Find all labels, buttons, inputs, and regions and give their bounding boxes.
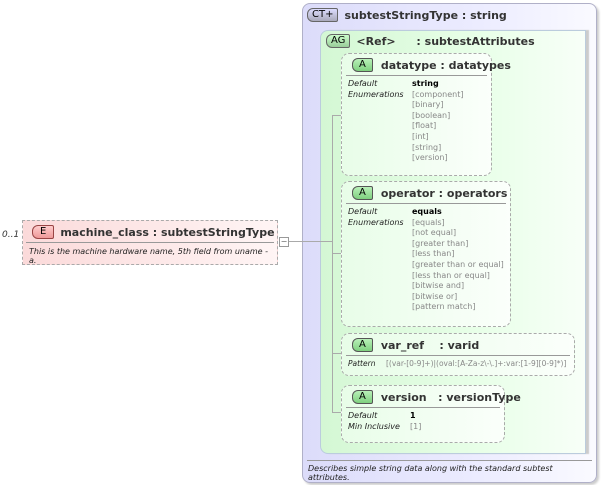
element-title: machine_class : subtestStringType: [60, 225, 275, 239]
attribute-badge: A: [352, 390, 373, 404]
enum-value: [version]: [412, 153, 448, 163]
attribute-group-type: : subtestAttributes: [416, 34, 535, 48]
enum-value: [boolean]: [412, 110, 451, 120]
enum-value: [float]: [412, 121, 437, 131]
enum-value: [greater than]: [412, 238, 469, 248]
enum-value: [pattern match]: [412, 302, 476, 312]
attribute-title: var_ref : varid: [380, 338, 480, 352]
connector-line: [289, 241, 302, 242]
attribute-group-badge: AG: [326, 34, 351, 48]
enum-value: [not equal]: [412, 228, 457, 238]
element-badge: E: [32, 225, 55, 239]
default-label: Default: [348, 411, 378, 420]
enum-value: [equals]: [412, 217, 445, 227]
tree-line: [332, 115, 333, 412]
pattern-value: [(var-[0-9]+)|(oval:[A-Za-z\-\.]+:var:[1…: [386, 359, 567, 368]
enumerations-label: Enumerations: [348, 217, 404, 227]
complex-type-description: Describes simple string data along with …: [308, 464, 553, 482]
attribute-badge: A: [352, 186, 373, 200]
element-annotation: This is the machine hardware name, 5th f…: [29, 247, 269, 265]
element-machine-class[interactable]: E machine_class : subtestStringType This…: [22, 220, 278, 265]
enumerations-label: Enumerations: [348, 89, 404, 99]
default-label: Default: [348, 79, 378, 88]
default-label: Default: [348, 207, 378, 216]
attribute-group-name: <Ref>: [356, 34, 396, 48]
attribute-title: operator : operators: [380, 186, 508, 200]
pattern-label: Pattern: [348, 359, 376, 368]
enum-value: [binary]: [412, 100, 444, 110]
enum-value: [component]: [412, 89, 464, 99]
collapse-toggle[interactable]: −: [279, 237, 289, 247]
attribute-title: datatype : datatypes: [380, 58, 511, 72]
default-value: string: [412, 79, 439, 88]
attribute-badge: A: [352, 338, 373, 352]
tree-branch: [332, 412, 341, 413]
complex-type-badge: CT+: [307, 8, 339, 22]
default-value: 1: [410, 411, 416, 420]
tree-branch: [332, 353, 341, 354]
tree-branch: [332, 115, 341, 116]
enum-value: [less than or equal]: [412, 270, 490, 280]
attribute-badge: A: [352, 58, 373, 72]
min-inclusive-label: Min Inclusive: [348, 421, 400, 431]
enum-value: [greater than or equal]: [412, 259, 504, 269]
tree-connector: [302, 241, 332, 242]
enum-value: [int]: [412, 131, 429, 141]
min-inclusive-value: [1]: [410, 421, 422, 431]
enum-value: [less than]: [412, 249, 455, 259]
cardinality: 0..1: [2, 230, 20, 240]
enum-value: [string]: [412, 142, 442, 152]
attribute-title: version : versionType: [380, 390, 521, 404]
enum-value: [bitwise and]: [412, 281, 465, 291]
complex-type-title: subtestStringType : string: [344, 8, 507, 22]
enum-value: [bitwise or]: [412, 291, 458, 301]
tree-branch: [332, 253, 341, 254]
default-value: equals: [412, 207, 442, 216]
